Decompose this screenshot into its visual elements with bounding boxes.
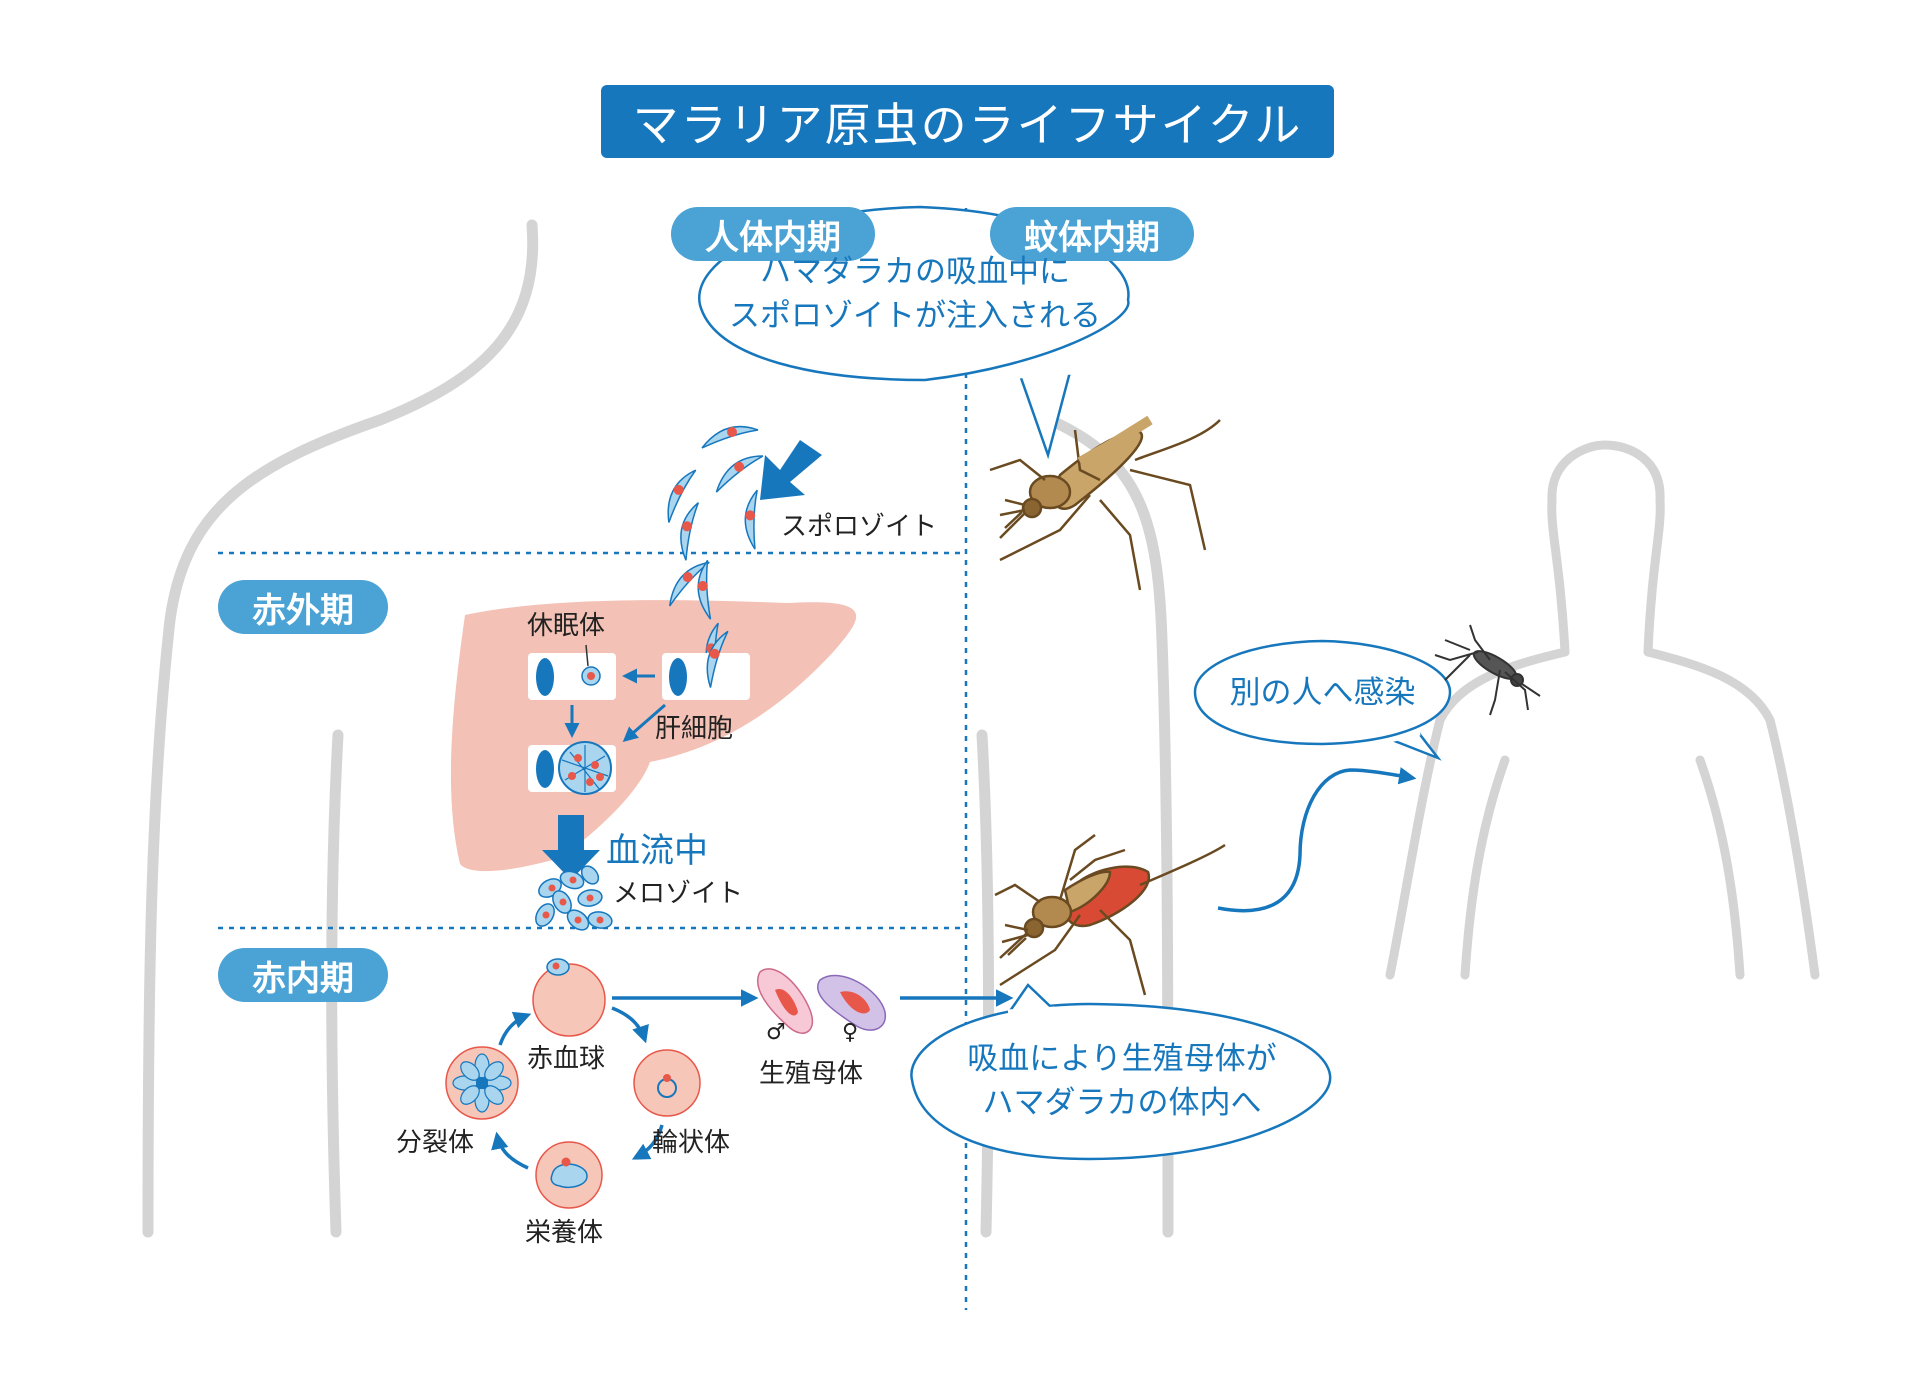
- sporozoite-cell: [701, 425, 759, 449]
- bubble-gametocyte-line-2: ハマダラカの体内へ: [982, 1085, 1262, 1121]
- hepatocyte-box-top-right: [662, 628, 750, 700]
- hepatocyte-box-infected: [528, 741, 616, 795]
- mosquito-upper-icon: [989, 415, 1221, 591]
- sporozoite-cell: [652, 466, 710, 524]
- label-erythrocyte: 赤血球: [527, 1044, 606, 1074]
- injection-arrow: [760, 440, 822, 500]
- cycle-arrows: [491, 767, 1417, 1170]
- label-merozoite: メロゾイト: [613, 879, 744, 909]
- label-hepatocyte: 肝細胞: [655, 714, 734, 744]
- erythrocyte-cell: [532, 958, 606, 1037]
- phase-label-erythrocytic: 赤内期: [218, 948, 388, 1002]
- phase-dividers: [218, 208, 968, 1310]
- label-gametocyte: 生殖母体: [759, 1059, 864, 1089]
- hepatocyte-box-top-left: [528, 644, 616, 700]
- label-sporozoite: スポロゾイト: [781, 512, 938, 542]
- mosquito-small-icon: [1434, 624, 1541, 716]
- merozoite-cluster: [535, 865, 613, 931]
- page-title: マラリア原虫のライフサイクル: [601, 85, 1334, 158]
- phase-label-mosquito: 蚊体内期: [990, 207, 1194, 261]
- bubble-injection-line-1: ハマダラカの吸血中に: [760, 254, 1070, 290]
- bubble-injection-text: ハマダラカの吸血中に スポロゾイトが注入される: [700, 250, 1130, 338]
- bubble-gametocyte-shape: [910, 983, 1332, 1161]
- gametocyte-female-cell: [817, 974, 886, 1031]
- phase-label-exoerythrocytic: 赤外期: [218, 580, 388, 634]
- mosquito-lower-engorged-icon: [994, 834, 1226, 996]
- bubble-injection-line-2: スポロゾイトが注入される: [729, 298, 1101, 334]
- label-ring-stage: 輪状体: [652, 1128, 731, 1158]
- label-female-symbol: ♀: [842, 1020, 859, 1045]
- label-schizont: 分裂体: [396, 1128, 475, 1158]
- bubble-transmission-text: 別の人へ感染: [1229, 675, 1416, 711]
- label-male-symbol: ♂: [766, 1020, 786, 1045]
- liver-stage-arrows: [564, 668, 666, 742]
- gametocyte-male-cell: [757, 968, 814, 1034]
- trophozoite-cell: [535, 1141, 603, 1209]
- bubble-gametocyte-line-1: 吸血により生殖母体が: [967, 1041, 1277, 1077]
- bubble-gametocyte-text: 吸血により生殖母体が ハマダラカの体内へ: [912, 1037, 1332, 1125]
- label-trophozoite: 栄養体: [525, 1218, 604, 1248]
- phase-label-human: 人体内期: [671, 207, 875, 261]
- sporozoite-cell: [708, 452, 770, 493]
- label-hypnozoite: 休眠体: [527, 611, 606, 641]
- sporozoite-cell: [658, 558, 719, 607]
- label-bloodstream: 血流中: [606, 831, 708, 871]
- bloodstream-arrow: [542, 815, 600, 880]
- schizont-cell: [445, 1046, 519, 1120]
- second-human-outline: [1385, 440, 1820, 980]
- ring-stage-cell: [633, 1049, 701, 1117]
